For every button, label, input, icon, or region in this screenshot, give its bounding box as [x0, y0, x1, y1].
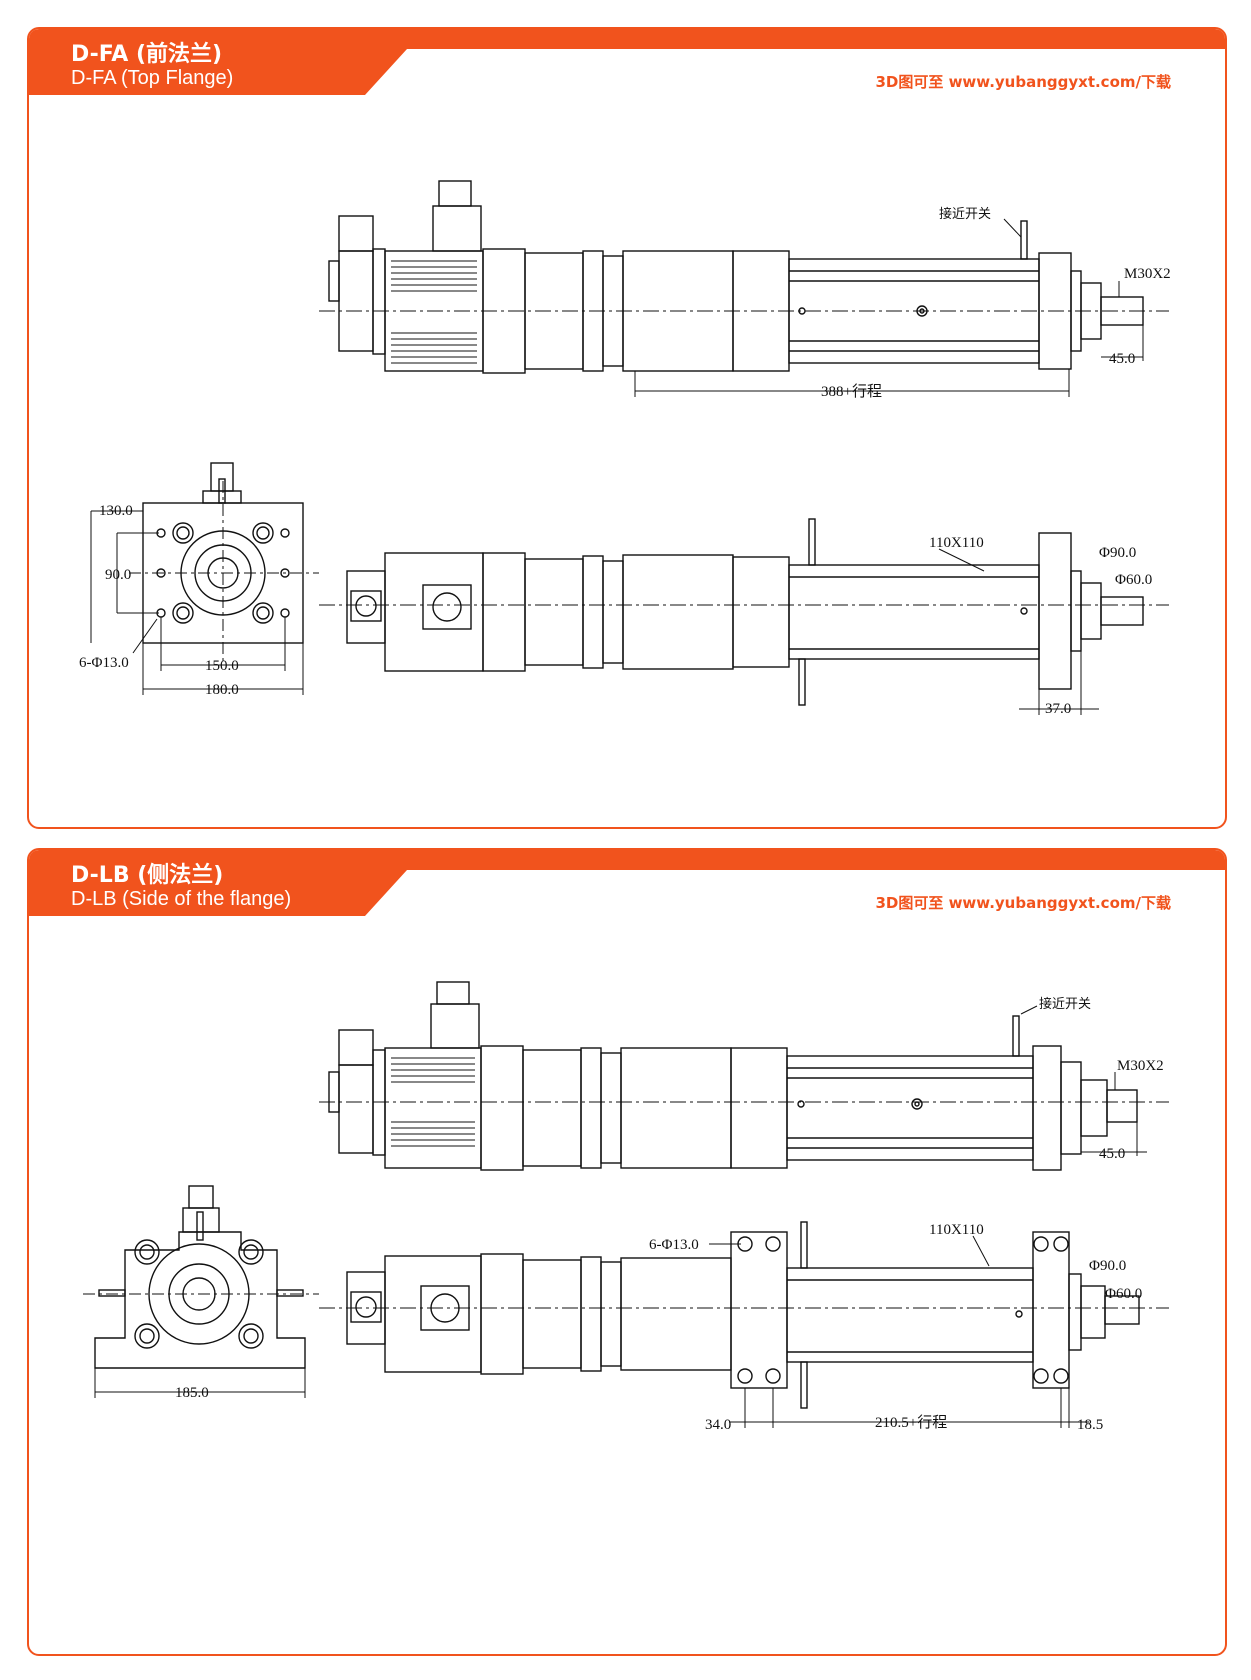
label-thread: M30X2 [1124, 266, 1171, 282]
dim-130: 130.0 [99, 503, 133, 519]
panel-title-en: D-LB (Side of the flange) [71, 888, 292, 910]
panel-title-cn: D-FA (前法兰) [71, 42, 223, 67]
dim-34: 34.0 [705, 1417, 731, 1433]
dim-d90: Φ90.0 [1099, 545, 1136, 561]
dim-150: 150.0 [205, 658, 239, 674]
flange-end-view [83, 1185, 319, 1369]
label-profile: 110X110 [929, 1222, 984, 1238]
dim-37: 37.0 [1045, 701, 1071, 717]
panel-header: D-LB (侧法兰) D-LB (Side of the flange) 3D图… [29, 850, 1225, 922]
drawing-d-lb: 接近开关 M30X2 45.0 185.0 [83, 981, 1169, 1433]
dim-shaft-length: 45.0 [1109, 351, 1135, 367]
dim-holes: 6-Φ13.0 [79, 655, 129, 671]
actuator-side-view [319, 180, 1169, 374]
actuator-top-view [319, 1221, 1169, 1409]
flange-end-view [129, 462, 319, 661]
dim-stroke: 210.5+行程 [875, 1414, 947, 1431]
dim-d60: Φ60.0 [1105, 1286, 1142, 1302]
dim-stroke: 388+行程 [821, 383, 882, 400]
label-holes: 6-Φ13.0 [649, 1237, 699, 1253]
label-thread: M30X2 [1117, 1058, 1164, 1074]
dim-shaft-length: 45.0 [1099, 1146, 1125, 1162]
dim-90: 90.0 [105, 567, 131, 583]
label-profile: 110X110 [929, 535, 984, 551]
header-banner [29, 29, 1225, 95]
download-link[interactable]: 3D图可至 www.yubanggyxt.com/下载 [875, 894, 1171, 912]
actuator-top-view [319, 518, 1169, 706]
dim-185: 185.0 [175, 1385, 209, 1401]
dim-d60: Φ60.0 [1115, 572, 1152, 588]
dim-18-5: 18.5 [1077, 1417, 1103, 1433]
panel-title-cn: D-LB (侧法兰) [71, 863, 224, 888]
panel-d-fa: D-FA (前法兰) D-FA (Top Flange) 3D图可至 www.y… [27, 27, 1227, 829]
label-proximity-switch: 接近开关 [1039, 996, 1091, 1012]
actuator-side-view [319, 981, 1169, 1171]
download-link[interactable]: 3D图可至 www.yubanggyxt.com/下载 [875, 73, 1171, 91]
dim-180: 180.0 [205, 682, 239, 698]
header-banner [29, 850, 1225, 916]
dim-d90: Φ90.0 [1089, 1258, 1126, 1274]
panel-header: D-FA (前法兰) D-FA (Top Flange) 3D图可至 www.y… [29, 29, 1225, 101]
drawing-d-fa: 接近开关 M30X2 45.0 388+行程 [79, 180, 1171, 717]
panel-d-lb: D-LB (侧法兰) D-LB (Side of the flange) 3D图… [27, 848, 1227, 1656]
label-proximity-switch: 接近开关 [939, 206, 991, 222]
panel-title-en: D-FA (Top Flange) [71, 67, 234, 89]
